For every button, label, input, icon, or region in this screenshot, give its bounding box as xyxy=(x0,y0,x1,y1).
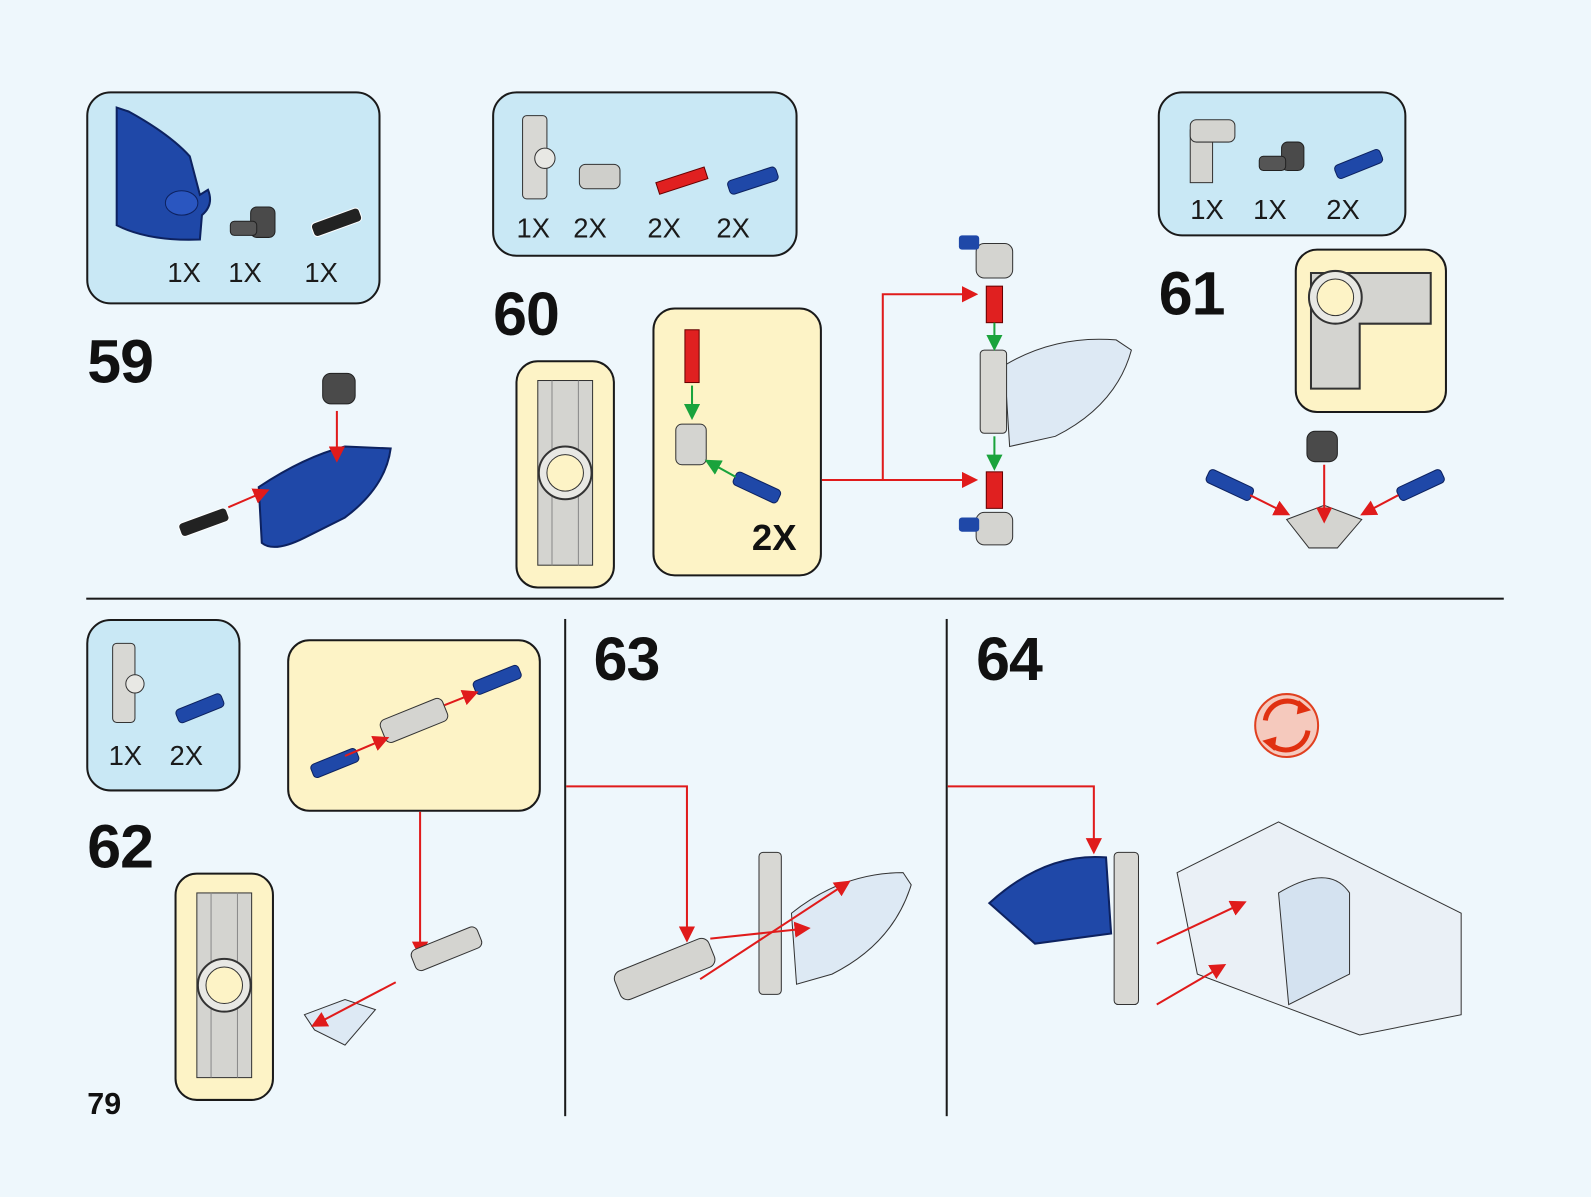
axle-length-callout xyxy=(174,872,274,1101)
column-divider xyxy=(945,618,948,1117)
step-number: 64 xyxy=(976,625,1043,694)
step-60-subassembly xyxy=(675,286,979,504)
rotate-model-icon xyxy=(1254,693,1320,758)
step-60-assembly xyxy=(958,235,1132,546)
angle-connector-icon xyxy=(1189,119,1236,184)
subassembly-multiplier: 2X xyxy=(751,516,797,559)
step-number: 61 xyxy=(1158,259,1226,328)
step-62-assembly xyxy=(303,664,522,1046)
parts-illustration xyxy=(115,106,363,241)
part-qty: 1X xyxy=(1253,194,1287,226)
parts-illustration xyxy=(522,115,779,200)
part-qty: 1X xyxy=(108,740,143,772)
section-divider xyxy=(86,597,1504,600)
step-63-assembly xyxy=(566,785,912,1001)
parts-illustration xyxy=(1189,119,1384,184)
part-qty: 2X xyxy=(573,213,607,244)
step-number: 63 xyxy=(593,625,661,694)
parts-illustration xyxy=(112,642,225,724)
axle-connector-scale-icon xyxy=(537,380,594,566)
axle-length-callout xyxy=(515,360,615,589)
red-axle-icon xyxy=(655,166,709,195)
blue-pin-icon xyxy=(175,693,225,724)
parts-box-step-61: 1X 1X 2X xyxy=(1157,91,1407,237)
step-59-assembly xyxy=(178,372,392,548)
step-number: 60 xyxy=(493,280,560,349)
step-number: 59 xyxy=(87,327,154,396)
parts-box-step-62: 1X 2X xyxy=(86,618,241,792)
dark-gray-pin-connector-icon xyxy=(1258,141,1305,171)
step-61-assembly xyxy=(1205,430,1445,549)
blue-pin-icon xyxy=(727,166,779,195)
subassembly-callout: 2X xyxy=(652,307,822,577)
blue-pin-icon xyxy=(1334,149,1384,179)
part-qty: 2X xyxy=(169,740,203,772)
part-qty: 1X xyxy=(304,257,338,289)
part-qty: 1X xyxy=(1190,194,1224,226)
angle-connector-scale-icon xyxy=(1307,269,1432,390)
column-divider xyxy=(564,618,567,1117)
part-qty: 2X xyxy=(647,213,681,244)
step-64-assembly xyxy=(947,785,1462,1036)
parts-box-step-59: 1X 1X 1X xyxy=(86,91,381,305)
dark-gray-pin-connector-icon xyxy=(229,206,276,238)
page-number: 79 xyxy=(87,1087,122,1122)
part-qty: 2X xyxy=(716,213,750,244)
part-qty: 2X xyxy=(1326,194,1360,226)
part-qty: 1X xyxy=(516,213,550,244)
axle-connector-icon xyxy=(112,642,145,723)
part-qty: 1X xyxy=(167,257,201,289)
black-friction-pin-icon xyxy=(310,207,363,237)
cross-block-icon xyxy=(578,163,621,190)
part-qty: 1X xyxy=(228,257,262,289)
angle-connector-callout xyxy=(1294,248,1447,413)
parts-box-step-60: 1X 2X 2X 2X xyxy=(492,91,798,257)
axle-connector-icon xyxy=(522,115,556,200)
axle-connector-scale-icon xyxy=(196,892,253,1079)
step-number: 62 xyxy=(87,812,154,881)
